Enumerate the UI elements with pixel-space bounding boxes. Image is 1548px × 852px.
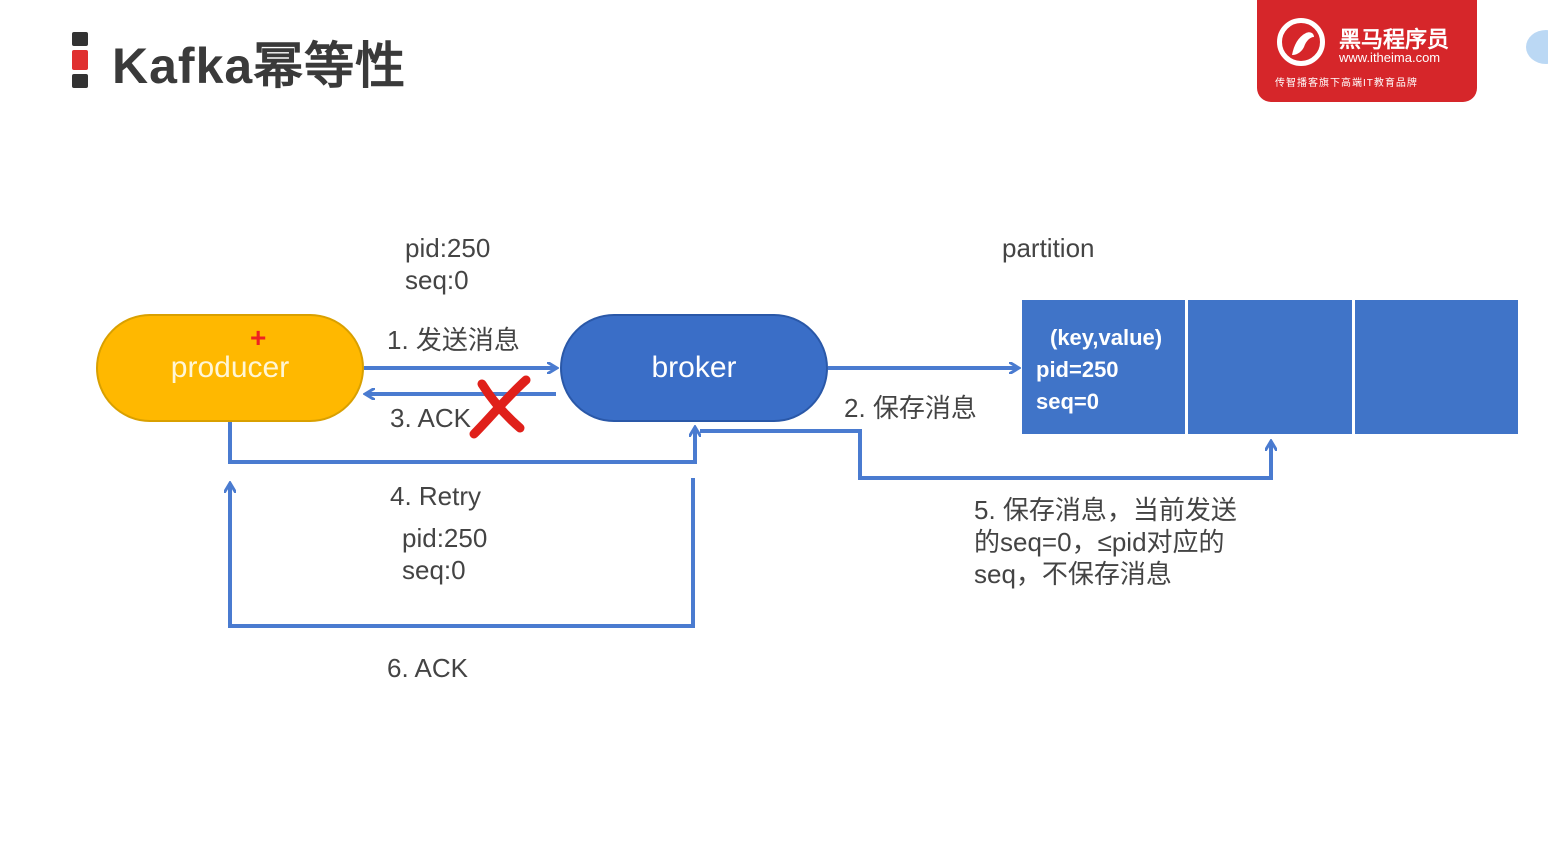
cursor-plus-icon: +	[250, 322, 267, 353]
arrow-final-ack	[230, 478, 695, 628]
retry-pid-label: pid:250	[402, 523, 488, 553]
step1-label: 1. 发送消息	[387, 325, 520, 355]
arrow-dedupe	[700, 429, 1271, 480]
logo-brand-name: 黑马程序员	[1339, 27, 1450, 52]
step2-label: 2. 保存消息	[844, 393, 977, 423]
retry-seq-label: seq:0	[402, 555, 466, 585]
partition-cell	[1354, 300, 1518, 434]
cell-seq: seq=0	[1036, 389, 1099, 414]
step6-label: 6. ACK	[387, 653, 468, 683]
page-title: Kafka幂等性	[112, 38, 407, 94]
step5-line-2: 的seq=0，≤pid对应的	[974, 527, 1225, 557]
arrow-retry	[228, 422, 695, 464]
partition-cell	[1188, 300, 1355, 434]
top-pid-label: pid:250	[405, 233, 491, 263]
producer-node: producer	[96, 314, 364, 422]
step5-line-1: 5. 保存消息，当前发送	[974, 495, 1237, 525]
failed-ack-cross-icon	[469, 375, 531, 439]
partition-log: (key,value) pid=250 seq=0	[1022, 300, 1518, 434]
step4-label: 4. Retry	[390, 481, 482, 511]
step3-label: 3. ACK	[390, 403, 471, 433]
logo-url: www.itheima.com	[1339, 50, 1441, 65]
title-accent-bar	[72, 32, 88, 88]
corner-decoration	[1526, 30, 1548, 64]
horse-logo-icon	[1277, 18, 1325, 66]
step5-line-3: seq，不保存消息	[974, 559, 1172, 589]
cell-pid: pid=250	[1036, 357, 1119, 382]
cell-key-value: (key,value)	[1050, 325, 1163, 350]
broker-node: broker	[560, 314, 828, 422]
logo-tagline: 传智播客旗下高端IT教育品牌	[1275, 78, 1418, 89]
brand-logo: 黑马程序员 www.itheima.com 传智播客旗下高端IT教育品牌	[1257, 0, 1477, 102]
partition-label: partition	[1002, 233, 1095, 263]
partition-cell: (key,value) pid=250 seq=0	[1022, 300, 1189, 434]
top-seq-label: seq:0	[405, 265, 469, 295]
